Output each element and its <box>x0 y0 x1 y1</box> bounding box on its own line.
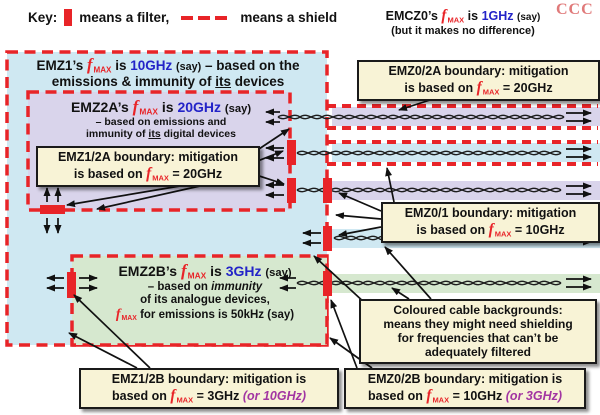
ccc-logo: CCC <box>556 1 594 18</box>
emz2b-title: EMZ2B’s fMAX is 3GHz (say) – based on im… <box>115 261 295 322</box>
label-emz0-2b-boundary: EMZ0/2B boundary: mitigation is based on… <box>344 368 586 409</box>
legend-shield-text: means a shield <box>240 10 338 25</box>
emz2a-title: EMZ2A’s fMAX is 20GHz (say) – based on e… <box>70 97 252 140</box>
emcz0-note: EMCZ0’s fMAX is 1GHz (say) (but it makes… <box>385 7 541 37</box>
label-coloured-backgrounds: Coloured cable backgrounds: means they m… <box>359 299 597 364</box>
label-emz1-2b-boundary: EMZ1/2B boundary: mitigation is based on… <box>79 368 339 409</box>
legend: Key: means a filter, means a shield <box>28 9 337 26</box>
legend-filter-text: means a filter, <box>79 10 170 25</box>
label-emz1-2a-boundary: EMZ1/2A boundary: mitigation is based on… <box>36 146 260 187</box>
shield-swatch-icon <box>181 15 232 20</box>
legend-label: Key: <box>28 10 58 25</box>
filter-swatch-icon <box>64 9 73 26</box>
label-emz0-1-boundary: EMZ0/1 boundary: mitigation is based on … <box>381 202 600 243</box>
label-emz0-2a-boundary: EMZ0/2A boundary: mitigation is based on… <box>357 60 600 101</box>
emz1-title: EMZ1’s fMAX is 10GHz (say) – based on th… <box>36 55 300 90</box>
